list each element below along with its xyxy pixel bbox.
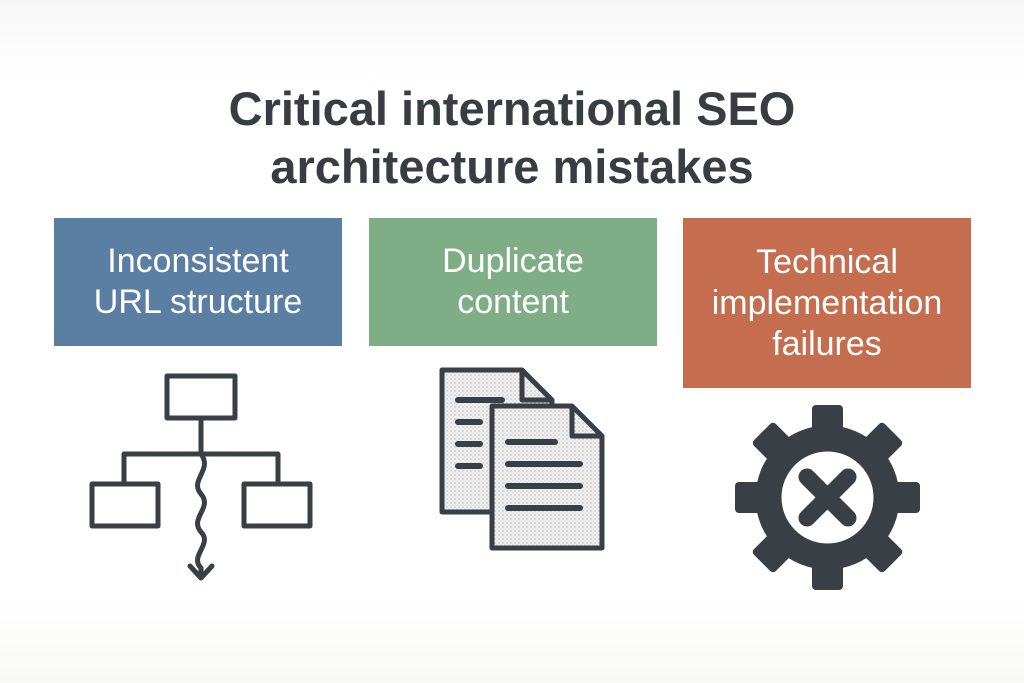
gear-error-icon <box>735 405 920 590</box>
duplicate-documents-icon <box>439 367 605 551</box>
title-line-1: Critical international SEO <box>228 82 796 135</box>
card-1-line-1: Inconsistent <box>107 242 289 280</box>
card-3-line-2: implementation <box>711 283 943 322</box>
title-line-2: architecture mistakes <box>270 140 754 193</box>
card-duplicate-content: Duplicate content <box>369 218 657 346</box>
card-inconsistent-url-structure: Inconsistent URL structure <box>54 218 342 346</box>
card-technical-implementation-failures: Technical implementation failures <box>683 218 971 388</box>
card-2-line-2: content <box>457 283 569 321</box>
card-3-line-3: failures <box>772 324 882 363</box>
card-3-line-1: Technical <box>756 242 898 281</box>
page-title: Critical international SEO architecture … <box>0 80 1024 196</box>
card-1-line-2: URL structure <box>93 283 303 321</box>
card-2-line-1: Duplicate <box>442 242 584 280</box>
url-structure-tree-icon <box>89 373 313 581</box>
